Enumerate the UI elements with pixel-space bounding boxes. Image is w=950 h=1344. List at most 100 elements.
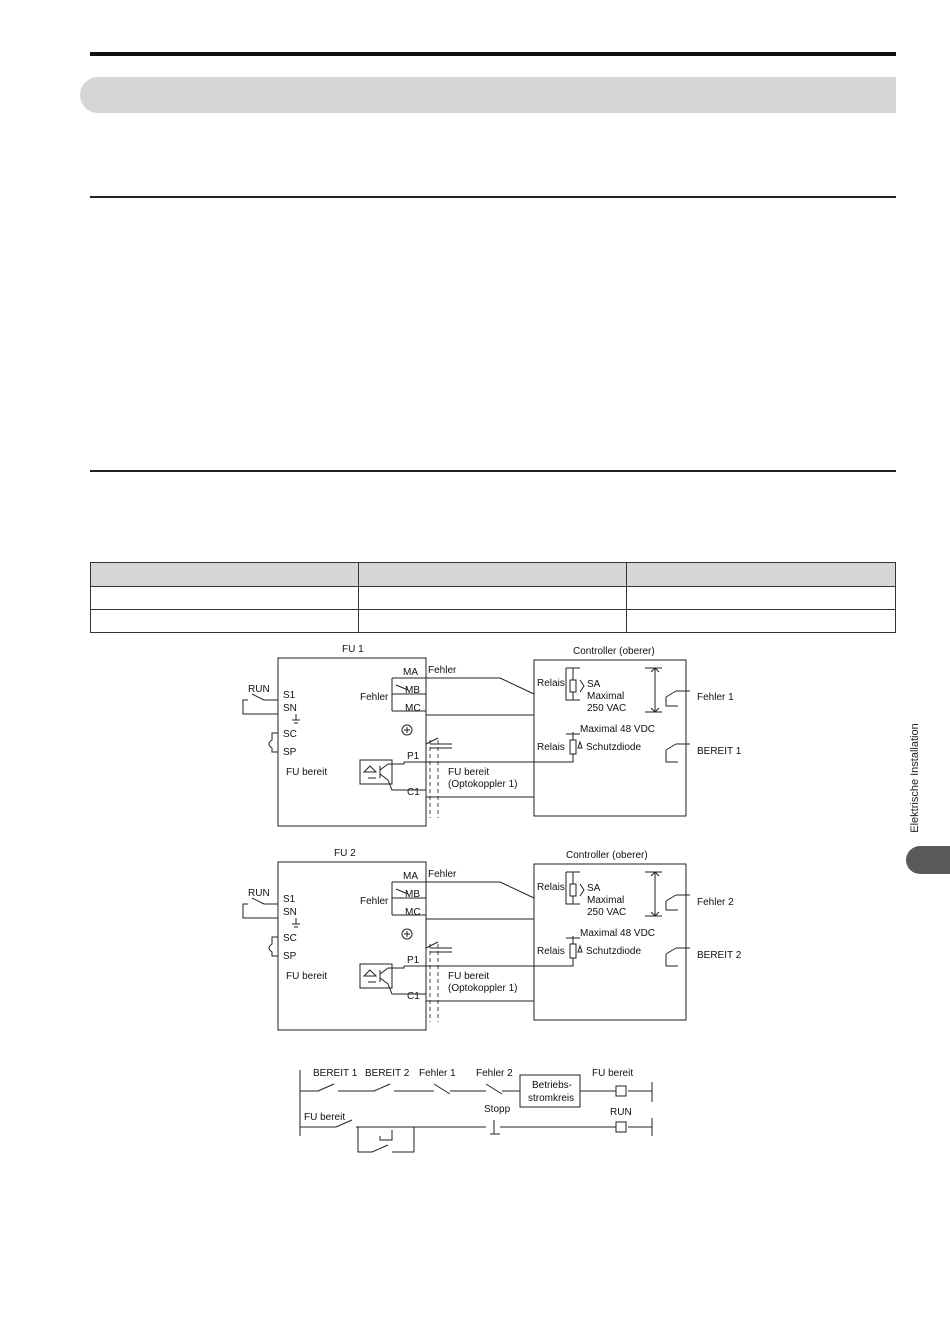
top-rule — [90, 52, 896, 56]
fu1-drive-box — [277, 657, 427, 827]
fu1-ready-line2: (Optokoppler 1) — [448, 779, 517, 790]
fu2-terminal-mb: MB — [405, 889, 420, 900]
subsection-rule-2 — [90, 470, 896, 472]
fu2-diode-label: Schutzdiode — [586, 946, 641, 957]
fu2-ground-symbol — [401, 928, 413, 940]
ladder-contact-fehler2: Fehler 2 — [476, 1068, 513, 1079]
fu1-ready-output: BEREIT 1 — [697, 746, 742, 757]
table-header-cell — [90, 562, 359, 587]
fu1-terminal-sn: SN — [283, 703, 297, 714]
fu2-ready-output: BEREIT 2 — [697, 950, 742, 961]
fu1-run-switch — [242, 693, 300, 724]
fu2-circuit: FU 2 MA MB MC Fehler Fehler S1 SN RUN SC… — [242, 848, 742, 1031]
fu2-run-label: RUN — [248, 888, 270, 899]
fu1-controller-box — [533, 659, 687, 817]
fu2-fault-contact — [665, 894, 690, 911]
fu2-max48-label: Maximal 48 VDC — [580, 928, 655, 939]
fu1-voltage-arrow — [645, 667, 662, 713]
fu1-ready-label: FU bereit — [286, 767, 327, 778]
fu2-terminal-sn: SN — [283, 907, 297, 918]
fu1-relay1-label: Relais — [537, 678, 565, 689]
fu1-fault-relay-contact — [391, 677, 426, 712]
ladder-operation-box — [519, 1074, 581, 1108]
fu2-terminal-sc: SC — [283, 933, 297, 944]
table-header-row — [90, 562, 896, 587]
fu2-wires — [426, 881, 535, 1002]
fu2-terminal-sp: SP — [283, 951, 297, 962]
fu2-shield — [429, 944, 439, 1022]
fu2-voltage-arrow — [645, 871, 662, 917]
fu1-terminal-ma: MA — [403, 667, 418, 678]
ladder-operation-line2: stromkreis — [528, 1093, 574, 1104]
fu1-terminal-c1: C1 — [407, 787, 420, 798]
fu1-circuit: FU 1 MA MB MC Fehler Fehler S1 SN RUN SC… — [242, 644, 742, 827]
fu1-fault-output: Fehler 1 — [697, 692, 734, 703]
fu1-fault-line-label: Fehler — [428, 665, 457, 676]
ladder-coil-run-label: RUN — [610, 1107, 632, 1118]
subsection-rule-1 — [90, 196, 896, 198]
fu2-vac-label: 250 VAC — [587, 907, 626, 918]
fu1-terminal-mb: MB — [405, 685, 420, 696]
fu1-terminal-mc: MC — [405, 703, 421, 714]
ladder-coil-fu-bereit-label: FU bereit — [592, 1068, 633, 1079]
side-tab-marker — [906, 846, 950, 874]
fu1-ready-line1: FU bereit — [448, 767, 489, 778]
fu1-sc-sp-jumper — [268, 732, 278, 753]
ladder-coil-run — [615, 1121, 627, 1133]
fu2-fault-line-label: Fehler — [428, 869, 457, 880]
ladder-contact-bereit2: BEREIT 2 — [365, 1068, 410, 1079]
fu1-max48-label: Maximal 48 VDC — [580, 724, 655, 735]
fu2-ready-line2: (Optokoppler 1) — [448, 983, 517, 994]
ladder-contact-fehler1: Fehler 1 — [419, 1068, 456, 1079]
fu2-fault-relay-contact — [391, 881, 426, 916]
fu2-run-switch — [242, 897, 300, 928]
fu1-relay2-label: Relais — [537, 742, 565, 753]
ladder-stop-button: Stopp — [484, 1104, 511, 1115]
fu1-terminal-s1: S1 — [283, 690, 296, 701]
fu1-max-label: Maximal — [587, 691, 624, 702]
fu2-sa-label: SA — [587, 883, 601, 894]
fu2-ready-line1: FU bereit — [448, 971, 489, 982]
fu2-relay2-coil — [569, 943, 577, 959]
fu1-relay2-coil — [569, 739, 577, 755]
fu2-optocoupler — [359, 963, 393, 989]
fu2-terminal-s1: S1 — [283, 894, 296, 905]
fu1-vac-label: 250 VAC — [587, 703, 626, 714]
fu1-fault-label: Fehler — [360, 692, 389, 703]
fu1-shield — [429, 740, 439, 818]
fu2-terminal-ma: MA — [403, 871, 418, 882]
table-row — [90, 609, 896, 633]
table-cell — [626, 609, 896, 633]
fu2-drive-box — [277, 861, 427, 1031]
fu1-ground-symbol — [401, 724, 413, 736]
fu2-ready-contact — [665, 947, 690, 967]
fu2-terminal-p1: P1 — [407, 955, 420, 966]
ladder-rung-2 — [300, 1119, 652, 1153]
fu2-max-label: Maximal — [587, 895, 624, 906]
info-table — [90, 562, 896, 633]
table-cell — [90, 609, 359, 633]
fu2-relay2-label: Relais — [537, 946, 565, 957]
fu1-controller-title: Controller (oberer) — [573, 646, 655, 657]
ladder-diagram: BEREIT 1 BEREIT 2 Fehler 1 Fehler 2 Betr… — [299, 1068, 653, 1153]
fu2-controller-box — [533, 863, 687, 1021]
fu1-relay1-coil — [569, 679, 577, 693]
fu2-terminal-mc: MC — [405, 907, 421, 918]
table-header-cell — [626, 562, 896, 587]
fu1-terminal-sc: SC — [283, 729, 297, 740]
ladder-contact-bereit1: BEREIT 1 — [313, 1068, 358, 1079]
ladder-coil-fu-bereit — [615, 1085, 627, 1097]
fu1-run-label: RUN — [248, 684, 270, 695]
fu1-diode-label: Schutzdiode — [586, 742, 641, 753]
fu2-terminal-c1: C1 — [407, 991, 420, 1002]
table-cell — [358, 586, 627, 610]
fu1-optocoupler — [359, 759, 393, 785]
section-banner — [80, 77, 896, 113]
fu2-relay1-label: Relais — [537, 882, 565, 893]
ladder-rails — [299, 1070, 653, 1136]
ladder-operation-line1: Betriebs- — [532, 1080, 572, 1091]
fu1-wires — [426, 677, 535, 798]
fu2-fault-output: Fehler 2 — [697, 897, 734, 908]
fu1-fault-contact — [665, 690, 690, 707]
